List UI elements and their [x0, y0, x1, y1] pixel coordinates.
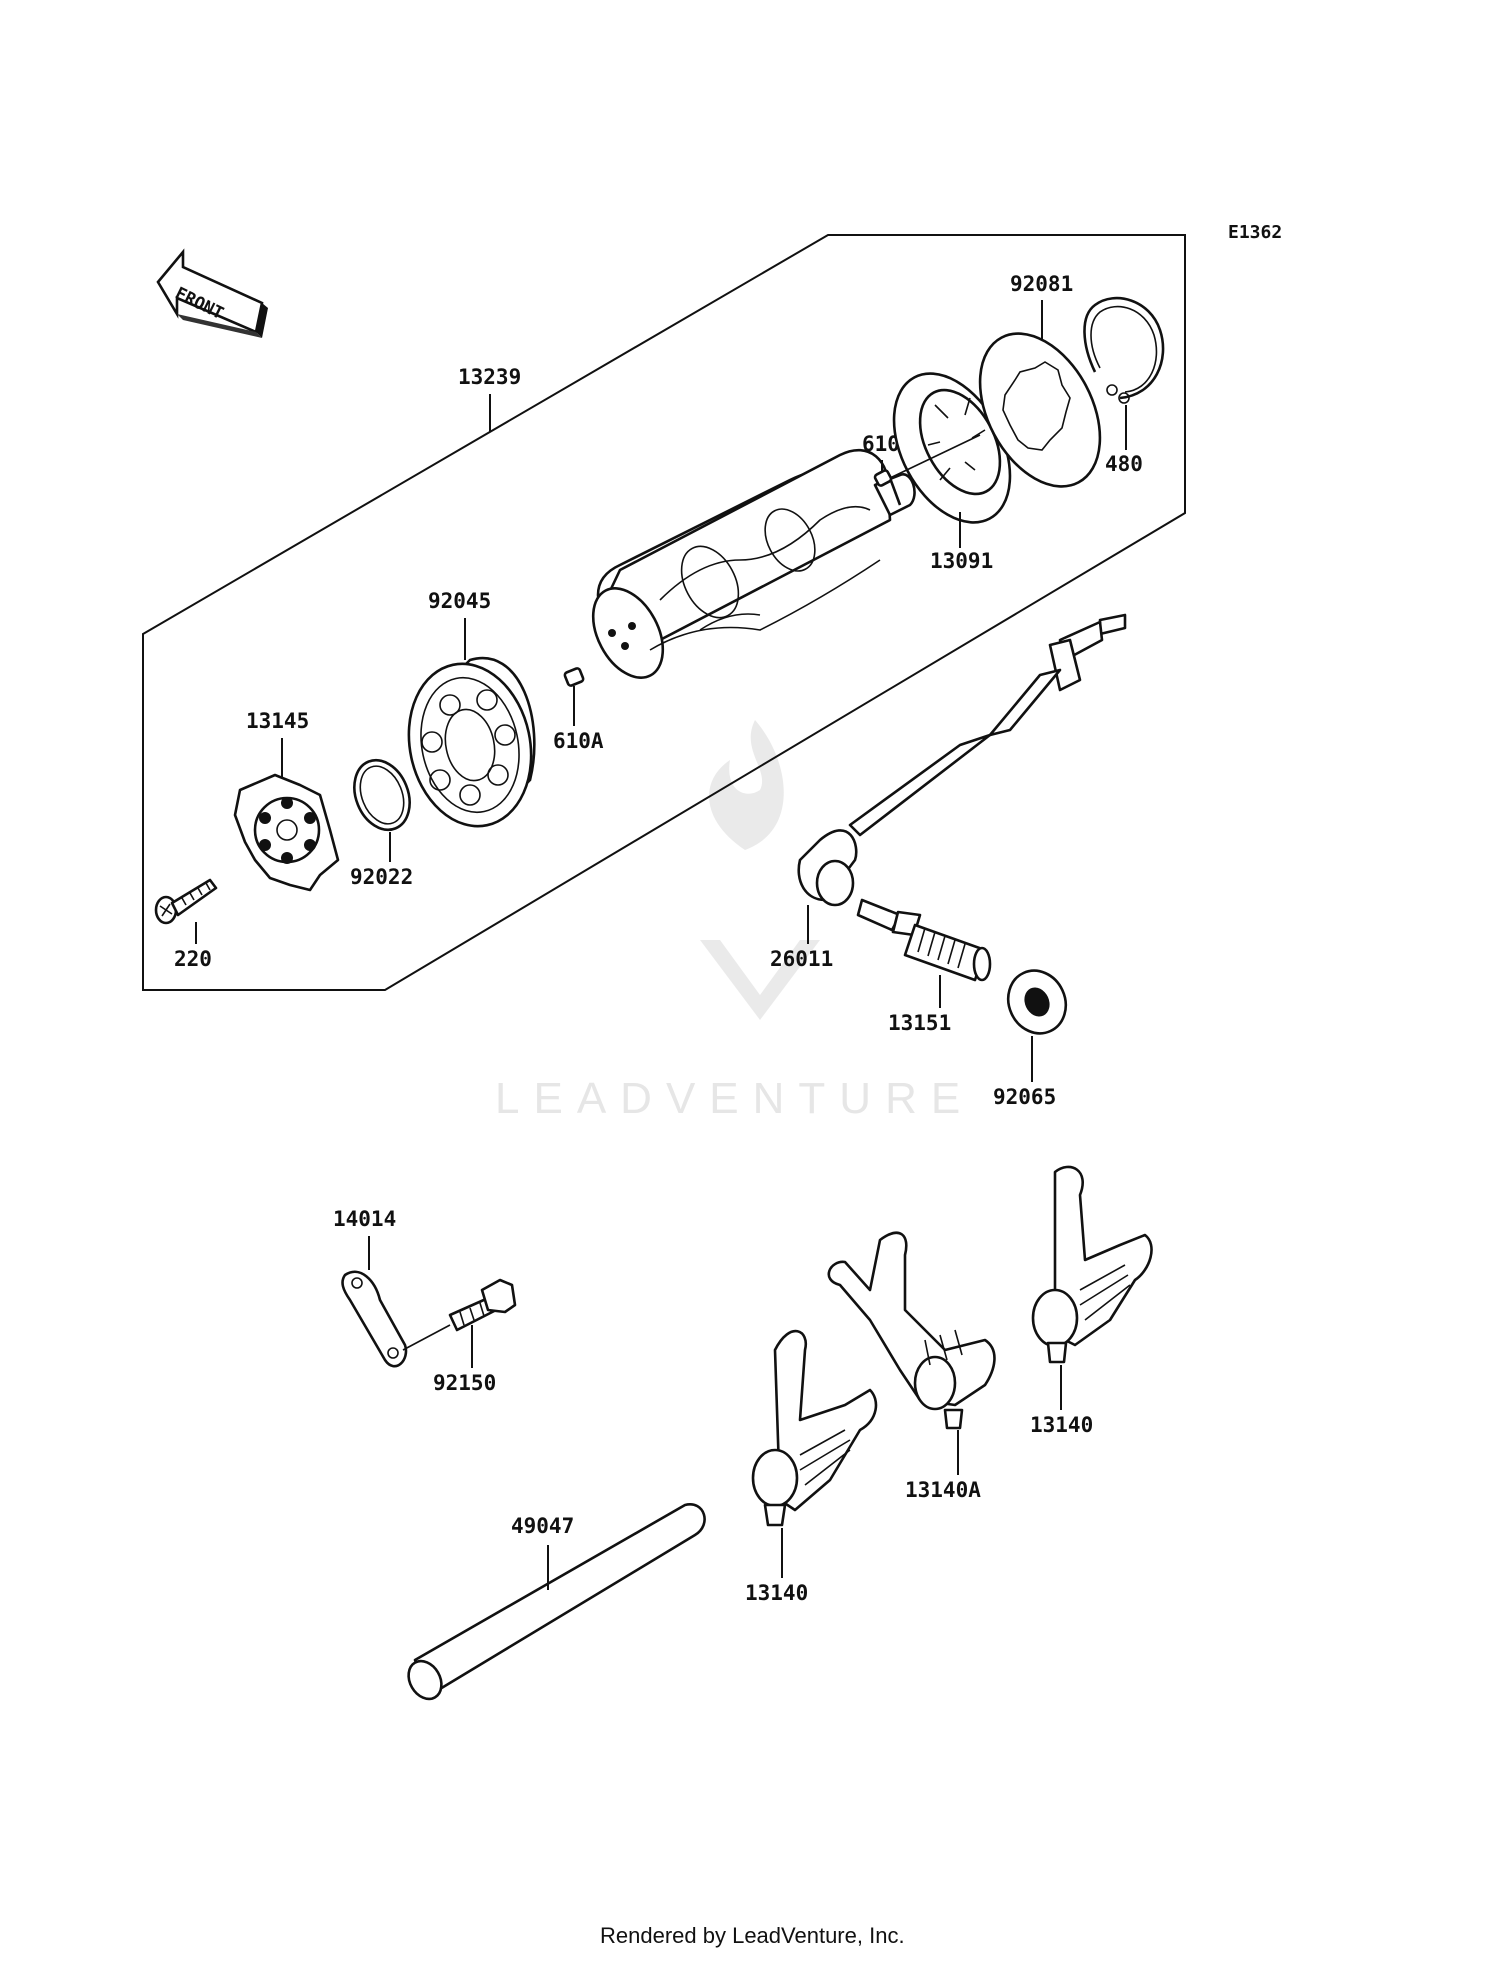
label-13140-left: 13140 — [745, 1581, 808, 1605]
label-13140-right: 13140 — [1030, 1413, 1093, 1437]
assembly-boundary-13239 — [142, 234, 1186, 991]
label-220: 220 — [174, 947, 212, 971]
label-13151: 13151 — [888, 1011, 951, 1035]
watermark-text: LEADVENTURE — [495, 1074, 974, 1123]
label-14014: 14014 — [333, 1207, 396, 1231]
label-92065: 92065 — [993, 1085, 1056, 1109]
pin-610 — [873, 469, 893, 487]
screw-220 — [154, 878, 218, 925]
label-92150: 92150 — [433, 1371, 496, 1395]
gear-shift-shaft-26011 — [797, 613, 1127, 907]
return-spring-pin-13151 — [856, 898, 992, 982]
circlip-480 — [1083, 296, 1165, 404]
label-480: 480 — [1105, 452, 1143, 476]
diagram-code: E1362 — [1228, 222, 1282, 243]
shift-drum — [591, 448, 916, 679]
shift-fork-13140-right — [1031, 1165, 1153, 1364]
footer-credit: Rendered by LeadVenture, Inc. — [600, 1923, 905, 1948]
leadventure-watermark-logo — [700, 720, 820, 1020]
front-arrow-icon: FRONT — [156, 248, 268, 338]
label-13145: 13145 — [246, 709, 309, 733]
shift-fork-13140-left — [751, 1329, 878, 1527]
label-610: 610 — [862, 432, 900, 456]
label-49047: 49047 — [511, 1514, 574, 1538]
label-13140a: 13140A — [905, 1478, 981, 1502]
shift-fork-13140a — [827, 1231, 996, 1430]
washer-92065 — [1006, 969, 1068, 1035]
label-92045: 92045 — [428, 589, 491, 613]
ball-bearing-92045 — [407, 656, 536, 828]
label-26011: 26011 — [770, 947, 833, 971]
pin-610a — [563, 667, 585, 687]
label-13091: 13091 — [930, 549, 993, 573]
label-92081: 92081 — [1010, 272, 1073, 296]
bolt-92150 — [448, 1278, 517, 1332]
plate-92081 — [978, 332, 1102, 488]
shift-fork-shaft-49047 — [407, 1503, 706, 1701]
gear-positioning-plate-13145 — [233, 773, 340, 892]
shift-drum-cam-13091 — [889, 372, 1012, 524]
label-92022: 92022 — [350, 865, 413, 889]
label-610a: 610A — [553, 729, 604, 753]
plate-14014 — [341, 1270, 408, 1368]
label-13239: 13239 — [458, 365, 521, 389]
ring-92022 — [353, 758, 411, 832]
